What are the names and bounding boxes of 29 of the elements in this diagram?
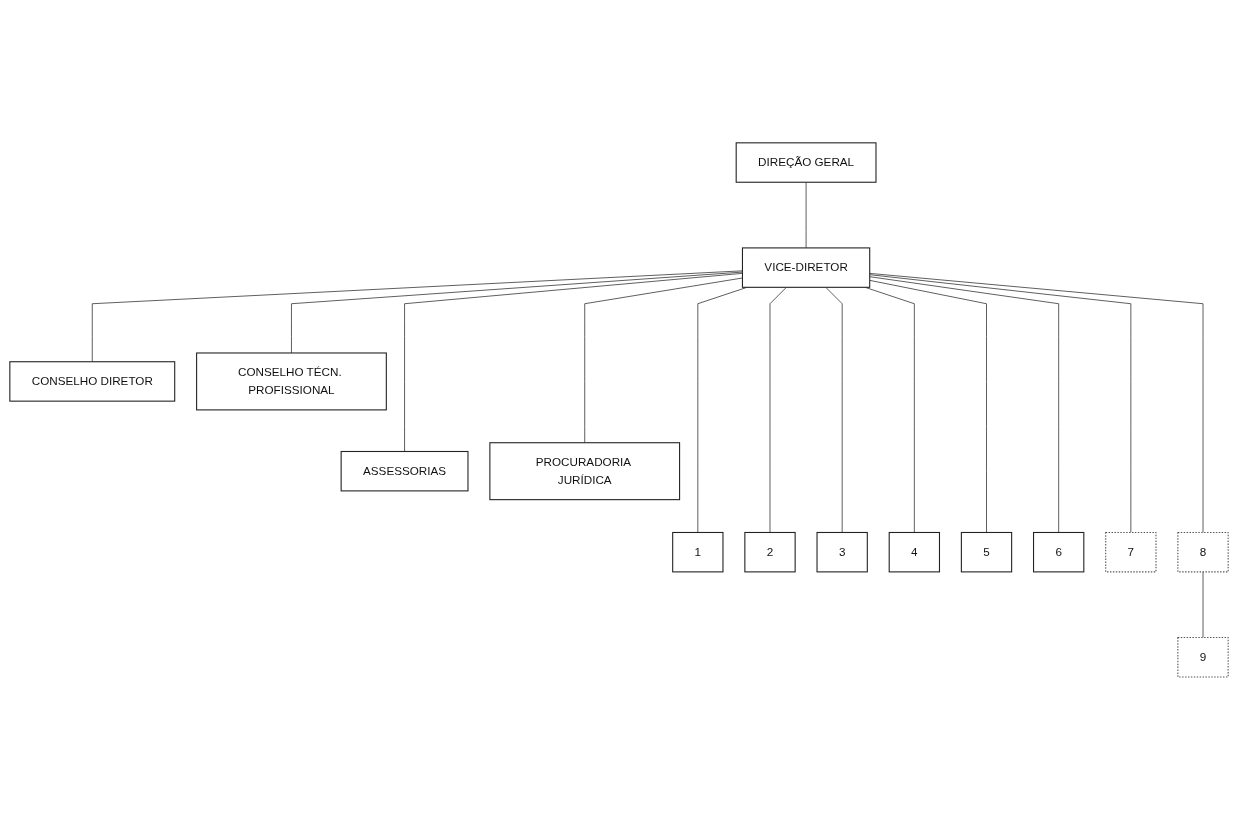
node-box: 7 xyxy=(1105,531,1157,573)
connector xyxy=(769,286,787,533)
connector xyxy=(291,271,743,353)
node-box: 2 xyxy=(744,531,796,573)
node-box: 5 xyxy=(960,531,1013,573)
node-box: 3 xyxy=(816,531,868,573)
node-box: 1 xyxy=(672,531,724,573)
node-box: VICE-DIRETOR xyxy=(741,246,871,288)
connector xyxy=(825,286,843,533)
node-box: 8 xyxy=(1177,531,1229,573)
connector xyxy=(869,272,1204,533)
connector xyxy=(805,181,807,248)
connector xyxy=(869,275,1060,533)
node-box: ASSESSORIAS xyxy=(340,450,469,492)
connector xyxy=(584,277,743,443)
connector xyxy=(404,272,743,452)
node-box: DIREÇÃO GERAL xyxy=(735,141,877,183)
connector xyxy=(864,286,915,533)
connector xyxy=(869,279,987,533)
connector xyxy=(91,270,743,362)
node-box: 4 xyxy=(888,531,941,573)
node-box: PROCURADORIA JURÍDICA xyxy=(489,441,681,500)
node-box: 6 xyxy=(1033,531,1085,573)
node-box: 9 xyxy=(1177,636,1229,678)
node-box: CONSELHO TÉCN. PROFISSIONAL xyxy=(196,352,387,411)
connector xyxy=(1202,571,1204,638)
node-box: CONSELHO DIRETOR xyxy=(9,360,176,402)
connector xyxy=(869,273,1132,533)
connector xyxy=(697,286,748,533)
